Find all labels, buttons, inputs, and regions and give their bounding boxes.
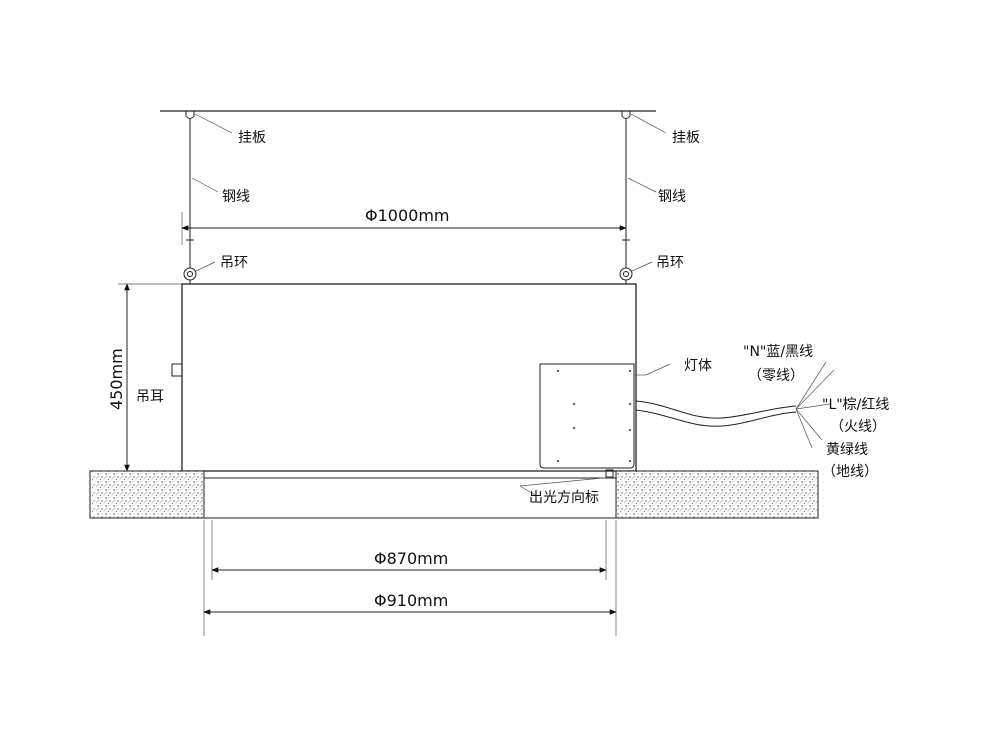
ceiling-block-right	[615, 470, 819, 519]
label-hanging-plate-left: 挂板	[238, 130, 266, 146]
label-ground-sub: （地线）	[822, 464, 878, 480]
label-l-line: "L"棕/红线	[822, 397, 889, 413]
ring-left-icon	[183, 267, 197, 281]
dimension-870	[211, 520, 607, 580]
light-panel	[182, 469, 616, 519]
dimension-height	[118, 283, 182, 472]
dimension-1000	[181, 212, 627, 245]
dim-910-label: Φ910mm	[374, 591, 448, 610]
label-ring-left: 吊环	[220, 255, 248, 271]
dim-height-label: 450mm	[107, 348, 126, 410]
driver-box	[539, 363, 671, 469]
hanging-ear	[171, 363, 183, 377]
left-suspension	[183, 111, 233, 284]
label-steel-wire-left: 钢线	[222, 189, 250, 205]
label-ear: 吊耳	[136, 389, 164, 405]
label-n-line-sub: （零线）	[748, 368, 804, 384]
label-ground: 黄绿线	[826, 441, 868, 458]
label-lamp-body: 灯体	[684, 358, 712, 374]
power-cable	[635, 361, 835, 449]
ceiling-block-left	[89, 470, 205, 519]
label-n-line: "N"蓝/黑线	[743, 344, 813, 360]
ring-right-icon	[619, 267, 633, 281]
label-l-line-sub: （火线）	[830, 419, 886, 435]
right-suspension	[619, 111, 667, 284]
label-ring-right: 吊环	[656, 255, 684, 271]
label-steel-wire-right: 钢线	[658, 189, 686, 205]
dim-1000-label: Φ1000mm	[365, 206, 449, 225]
dimension-910	[203, 520, 617, 636]
label-hanging-plate-right: 挂板	[672, 130, 700, 146]
dim-870-label: Φ870mm	[374, 549, 448, 568]
lamp-body-housing	[181, 283, 637, 472]
label-light-direction: 出光方向标	[529, 490, 599, 506]
